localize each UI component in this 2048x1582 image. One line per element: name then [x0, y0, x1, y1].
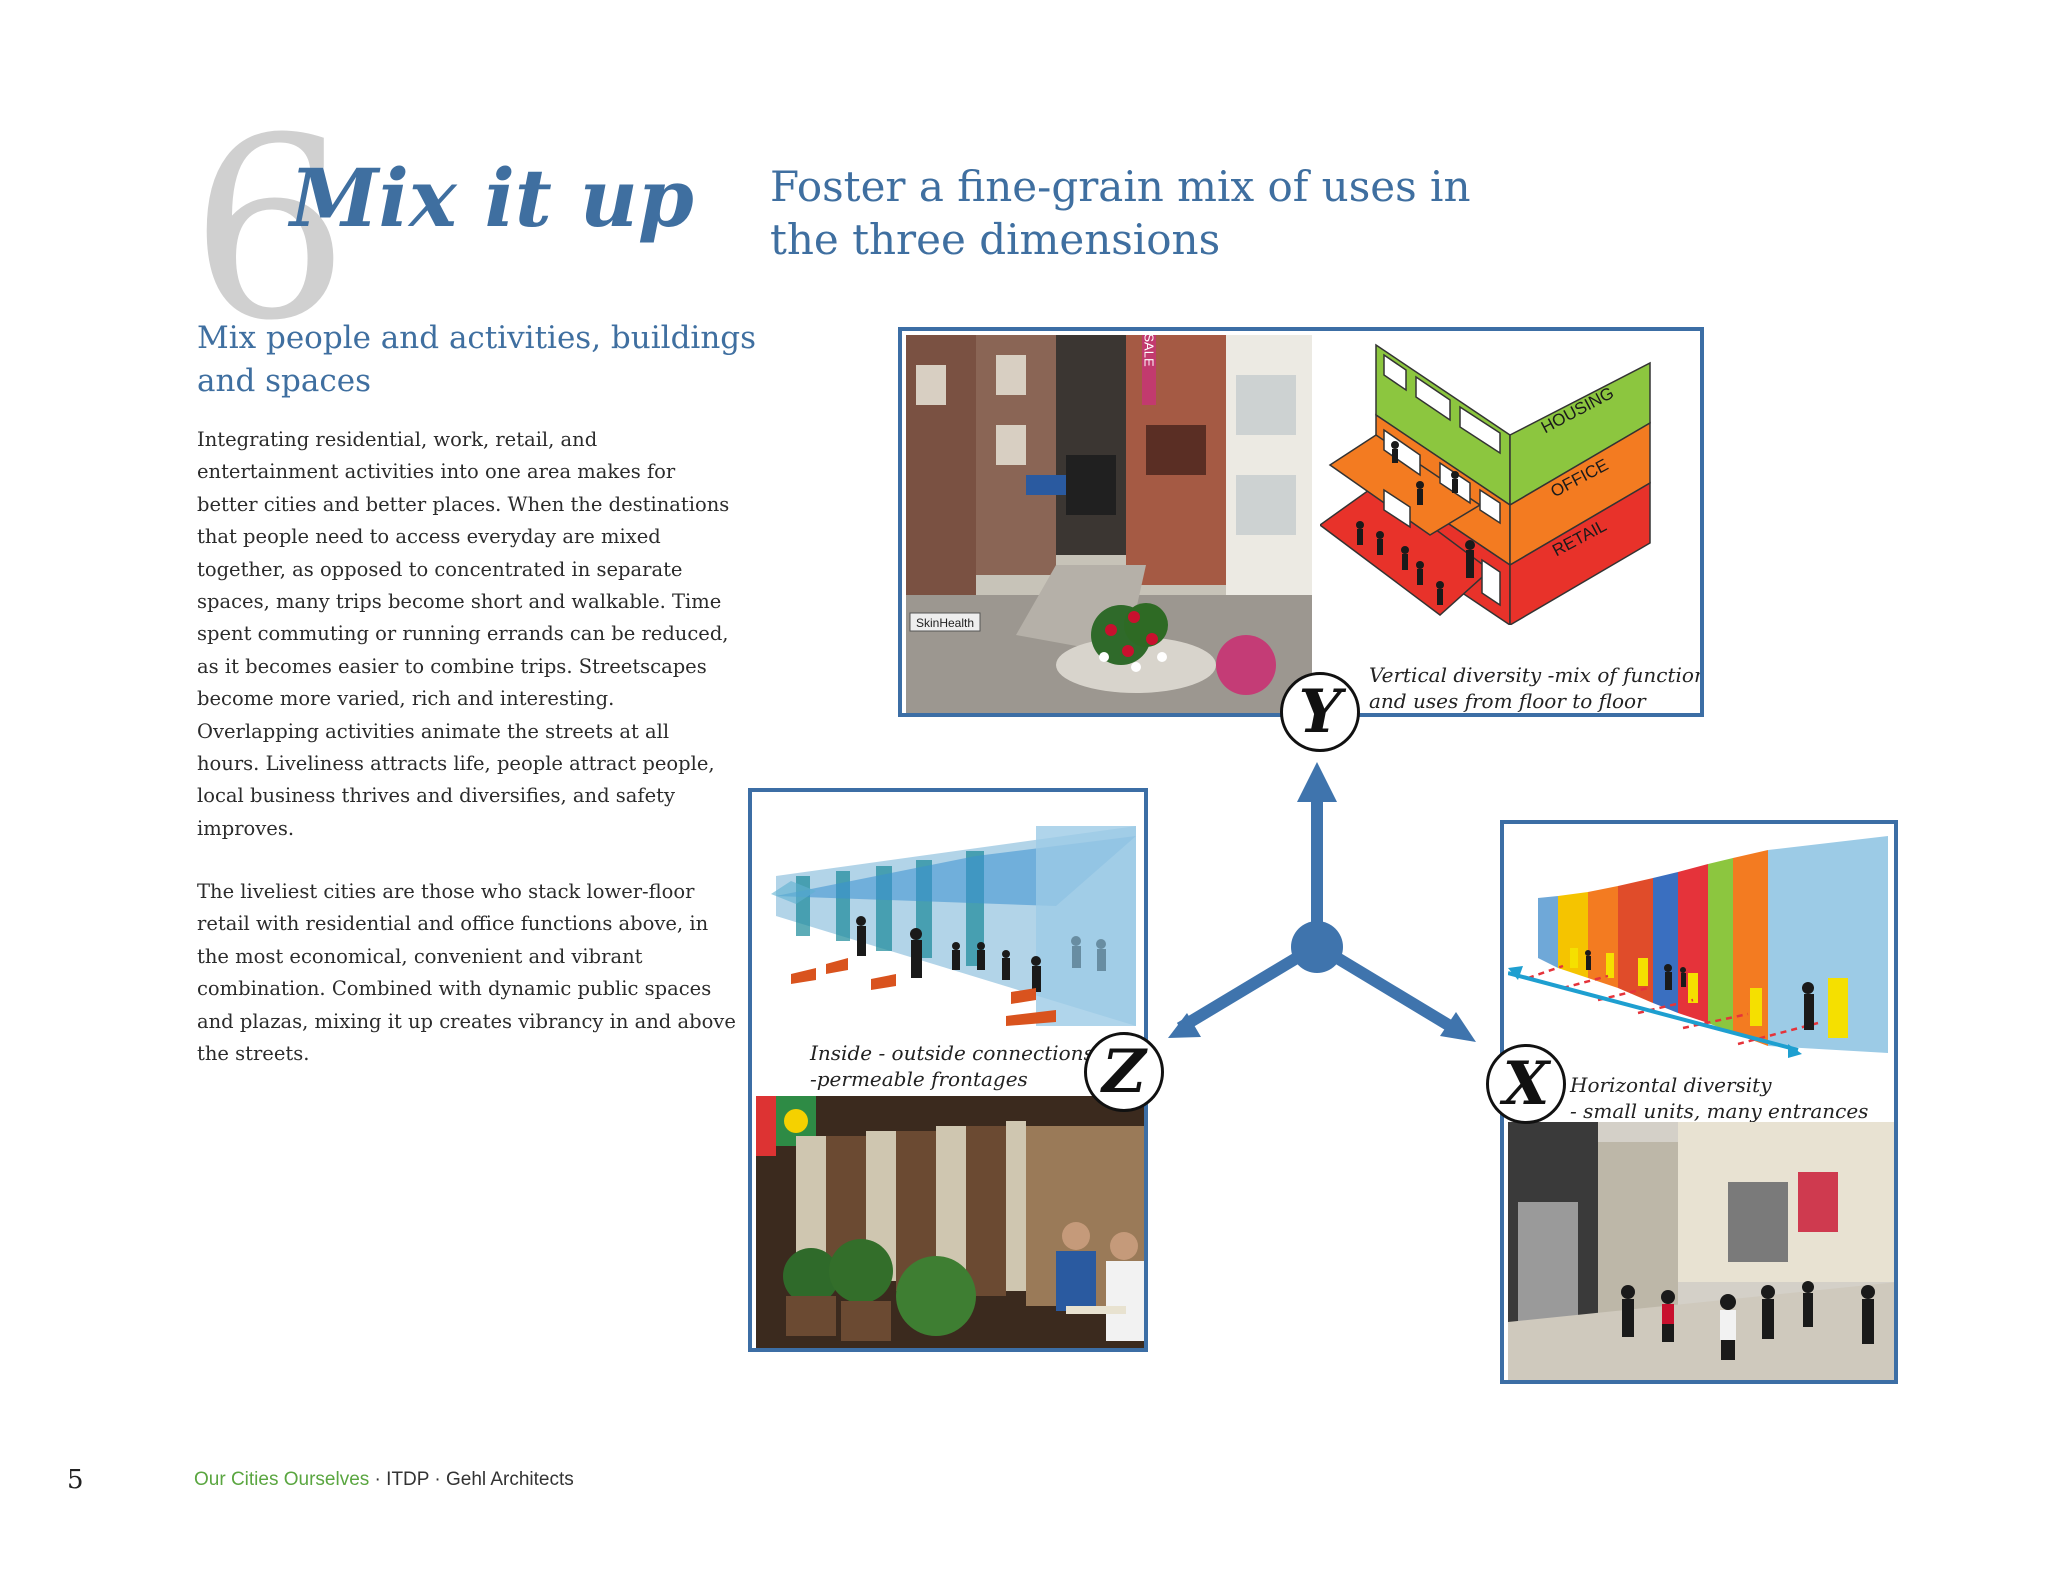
- z-caption-line2: -permeable frontages: [810, 1067, 1028, 1091]
- section-number: 6: [190, 84, 350, 375]
- shopping-street-photo: [1508, 1122, 1894, 1380]
- inside-outside-panel: Inside - outside connections -permeable …: [748, 788, 1148, 1352]
- small-units-illustration: [1508, 836, 1888, 1058]
- axis-arrows-diagram: [1168, 762, 1476, 1042]
- z-caption-line1: Inside - outside connections: [810, 1041, 1094, 1065]
- horizontal-diversity-panel: Horizontal diversity - small units, many…: [1500, 820, 1898, 1384]
- shop-sign-text: SkinHealth: [916, 616, 974, 630]
- y-axis-badge: Y: [1280, 672, 1360, 752]
- body-paragraph: The liveliest cities are those who stack…: [197, 880, 736, 1066]
- page-title: Mix it up: [290, 151, 694, 245]
- y-caption-line2: and uses from floor to floor: [1369, 689, 1646, 713]
- y-caption-line1: Vertical diversity -mix of functions: [1369, 663, 1704, 687]
- section-subheading: Mix people and activities, buildings and…: [197, 320, 757, 399]
- cafe-photo: [756, 1096, 1144, 1348]
- x-axis-badge: X: [1486, 1044, 1566, 1124]
- vertical-diversity-illustration: HOUSING OFFICE RETAIL: [1320, 343, 1651, 625]
- x-caption-line1: Horizontal diversity: [1570, 1073, 1772, 1097]
- page-number: 5: [67, 1465, 84, 1495]
- publication-credits: · ITDP · Gehl Architects: [369, 1469, 574, 1490]
- permeable-frontage-illustration: [771, 826, 1136, 1026]
- publication-name: Our Cities Ourselves: [194, 1469, 370, 1490]
- vertical-diversity-panel: SALE SkinHealth: [898, 327, 1704, 717]
- x-caption-line2: - small units, many entrances: [1570, 1099, 1869, 1123]
- body-paragraph: Integrating residential, work, retail, a…: [197, 428, 730, 840]
- section-headline: Foster a fine-grain mix of uses in the t…: [770, 162, 1471, 264]
- street-photo: SALE SkinHealth: [906, 335, 1312, 713]
- footer-credits: Our Cities Ourselves · ITDP · Gehl Archi…: [194, 1469, 574, 1491]
- z-axis-badge: Z: [1084, 1032, 1164, 1112]
- banner-text: SALE: [1142, 335, 1157, 367]
